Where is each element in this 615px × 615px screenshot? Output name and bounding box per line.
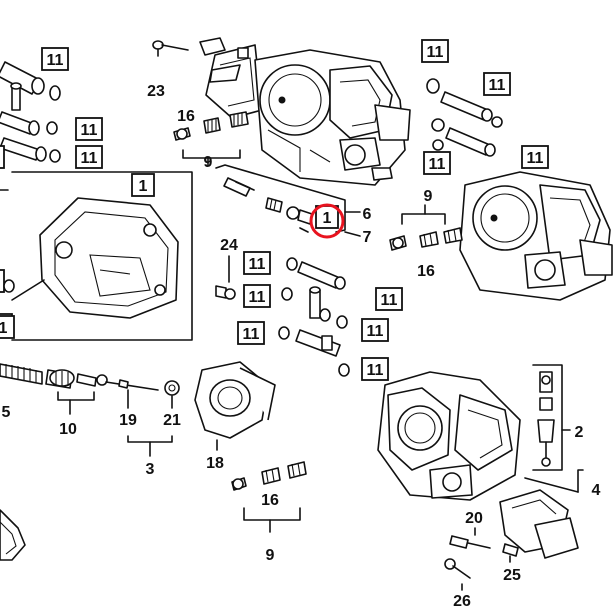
middle-pipe-group xyxy=(278,257,350,377)
callout-11-box: 11 xyxy=(423,151,451,175)
callout-23: 23 xyxy=(147,83,165,100)
callout-11-box: 11 xyxy=(243,284,271,308)
callout-19: 19 xyxy=(119,412,137,429)
callout-21: 21 xyxy=(163,412,181,429)
callout-11-box: 11 xyxy=(243,251,271,275)
svg-text:11: 11 xyxy=(429,156,446,173)
screw-23 xyxy=(152,40,189,57)
callout-11-box: 11 xyxy=(521,145,549,169)
float-chamber-bowl xyxy=(11,197,179,319)
callout-16: 16 xyxy=(261,492,279,509)
callout-11-box: 11 xyxy=(375,287,403,311)
callout-partial-box xyxy=(0,145,5,169)
callout-20: 20 xyxy=(465,510,483,527)
jet-needle-assembly xyxy=(215,164,361,237)
callout-11-box: 11 xyxy=(75,145,103,169)
callout-9: 9 xyxy=(266,547,275,564)
diaphragm-18 xyxy=(194,361,276,451)
callout-26: 26 xyxy=(453,593,471,610)
svg-text:11: 11 xyxy=(367,362,384,379)
callout-1-box: 1 xyxy=(0,315,15,339)
carburetor-top-center xyxy=(199,37,411,186)
callout-1-box-highlighted: 1 xyxy=(309,203,345,239)
svg-text:11: 11 xyxy=(527,150,544,167)
svg-text:11: 11 xyxy=(381,292,398,309)
screws-20-25-26 xyxy=(444,527,519,591)
svg-text:11: 11 xyxy=(81,150,98,167)
callout-4: 4 xyxy=(592,482,601,499)
svg-text:11: 11 xyxy=(367,323,384,340)
callout-16: 16 xyxy=(417,263,435,280)
callout-9: 9 xyxy=(424,188,433,205)
svg-text:11: 11 xyxy=(81,122,98,139)
svg-text:1: 1 xyxy=(139,178,148,195)
callout-3: 3 xyxy=(146,461,155,478)
callout-9: 9 xyxy=(204,154,213,171)
needle-spring-group xyxy=(0,363,180,457)
pilot-screw-upper xyxy=(173,111,249,166)
callout-16: 16 xyxy=(177,108,195,125)
callout-6: 6 xyxy=(363,206,372,223)
svg-text:11: 11 xyxy=(489,77,506,94)
svg-text:11: 11 xyxy=(249,256,266,273)
callout-11-box: 11 xyxy=(421,39,449,63)
svg-text:1: 1 xyxy=(0,320,8,337)
svg-text:11: 11 xyxy=(243,326,260,343)
callout-11-box: 11 xyxy=(237,321,265,345)
callout-18: 18 xyxy=(206,455,224,472)
callout-labels: 11 11 11 11 11 11 11 11 11 11 11 11 11 1… xyxy=(0,39,601,610)
float-valve-2 xyxy=(532,364,571,471)
highlight-circle xyxy=(309,203,345,239)
float-4 xyxy=(499,469,584,559)
svg-text:1: 1 xyxy=(323,210,332,227)
callout-11-box: 11 xyxy=(75,117,103,141)
top-left-pipe-group xyxy=(0,61,61,163)
bottom-left-part xyxy=(0,509,26,561)
carburetor-right xyxy=(459,171,613,301)
callout-11-box: 11 xyxy=(361,318,389,342)
callout-11-box: 11 xyxy=(483,72,511,96)
pilot-screw-lower xyxy=(231,461,307,533)
svg-text:11: 11 xyxy=(427,44,444,61)
top-right-pipe-group xyxy=(426,78,503,157)
callout-5: 5 xyxy=(2,404,11,421)
callout-11-box: 11 xyxy=(361,357,389,381)
svg-text:11: 11 xyxy=(47,52,64,69)
screw-24 xyxy=(215,255,236,300)
callout-24: 24 xyxy=(220,237,238,254)
callout-1-box: 1 xyxy=(131,173,155,197)
callout-2: 2 xyxy=(575,424,584,441)
carburetor-bottom-right xyxy=(377,371,521,501)
callout-11-box: 11 xyxy=(41,47,69,71)
callout-10: 10 xyxy=(59,421,77,438)
svg-text:11: 11 xyxy=(249,289,266,306)
callout-7: 7 xyxy=(363,229,372,246)
callout-partial-box xyxy=(0,269,5,293)
float-chamber-bracket xyxy=(0,171,193,341)
pilot-screw-right xyxy=(389,204,463,251)
callout-25: 25 xyxy=(503,567,521,584)
